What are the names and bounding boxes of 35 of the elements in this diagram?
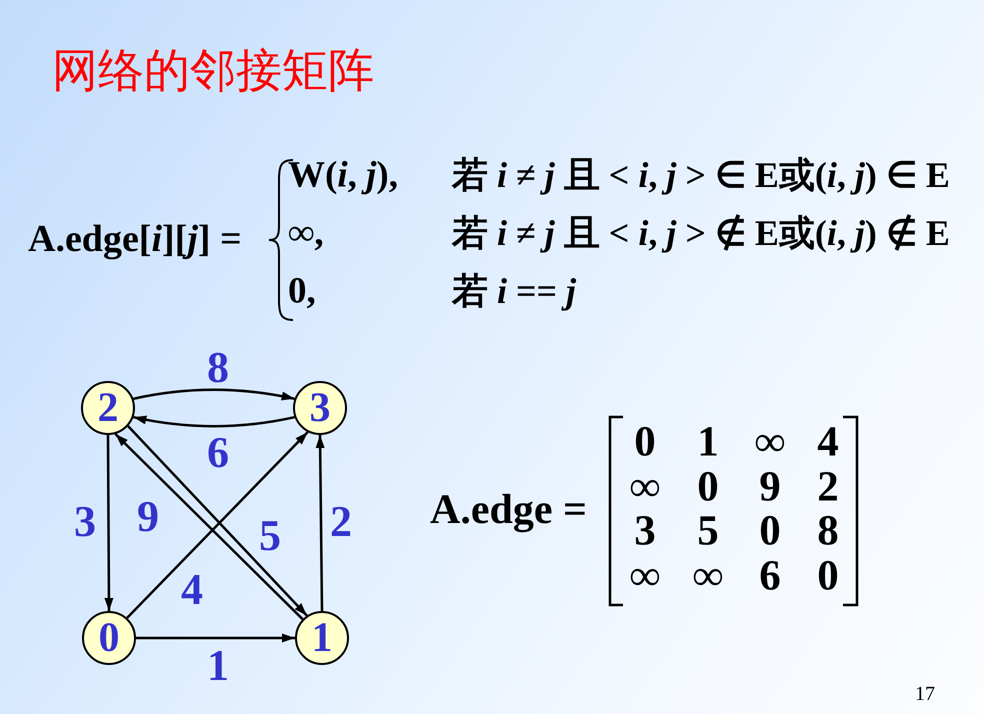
case-value: 0,	[288, 272, 316, 312]
edge-weight-label: 1	[207, 644, 229, 688]
matrix-entry: 4	[817, 418, 839, 466]
edge-weight-label: 2	[330, 500, 352, 544]
matrix-entry: 1	[697, 418, 719, 466]
edge-weight-label: 8	[207, 346, 229, 390]
matrix-entry: 0	[817, 552, 839, 600]
case-condition: 若 i ≠ j 且 < i, j > ∉ E或(i, j) ∉ E	[452, 214, 950, 254]
case-condition: 若 i == j	[452, 272, 576, 312]
node-number: 3	[310, 387, 330, 429]
equation-lhs: A.edge[i][j] =	[28, 219, 242, 261]
arrow	[316, 434, 325, 612]
matrix-entry: 6	[759, 552, 781, 600]
case-condition: 若 i ≠ j 且 < i, j > ∈ E或(i, j) ∈ E	[452, 156, 950, 196]
arrow	[136, 634, 295, 642]
edge-weight-label: 5	[259, 514, 281, 558]
matrix-entry: ∞	[754, 418, 786, 466]
matrix-entry: 0	[634, 418, 656, 466]
node-number: 2	[98, 387, 118, 429]
arrow	[133, 388, 295, 401]
edge-weight-label: 9	[137, 495, 159, 539]
edge-weight-label: 6	[207, 431, 229, 475]
node-number: 1	[312, 617, 332, 659]
arrow	[133, 415, 295, 428]
case-value: ∞,	[288, 214, 324, 254]
page-number: 17	[915, 683, 935, 705]
slide-title: 网络的邻接矩阵	[52, 46, 374, 97]
matrix-entry: ∞	[630, 552, 660, 600]
matrix-entry: ∞	[692, 552, 724, 600]
matrix-lhs: A.edge =	[430, 486, 587, 534]
case-value: W(i, j),	[288, 156, 398, 196]
edge-weight-label: 4	[181, 568, 203, 612]
node-number: 0	[98, 617, 120, 659]
edge-weight-label: 3	[74, 500, 96, 544]
arrow	[104, 435, 114, 611]
